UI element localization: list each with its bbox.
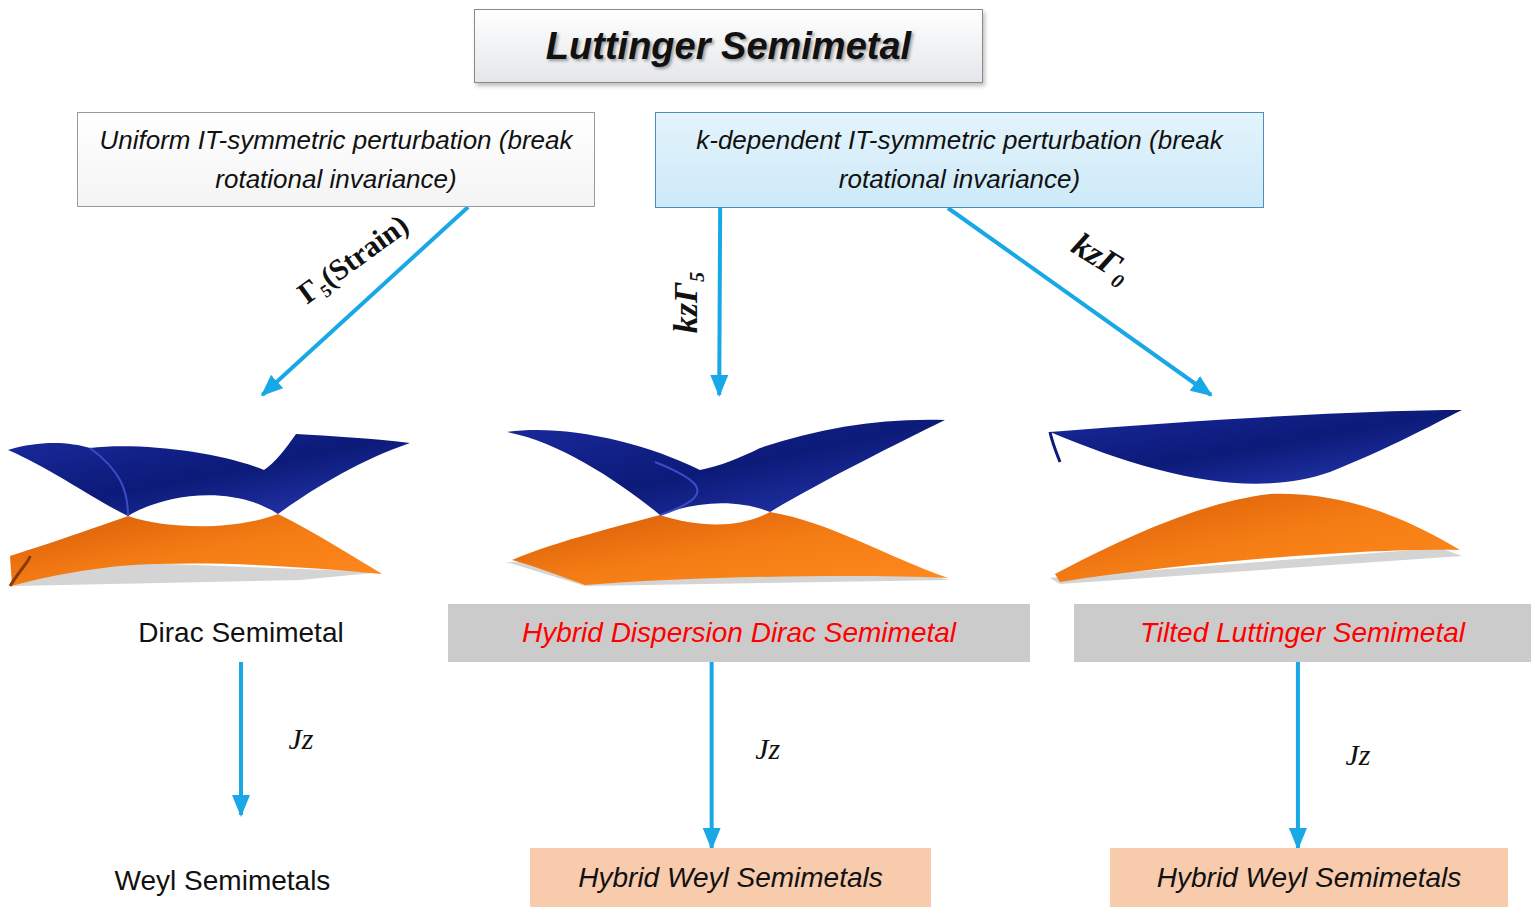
arrow-connector [1296, 662, 1300, 848]
perturbation-box: k-dependent IT-symmetric perturbation (b… [655, 112, 1264, 208]
phase-node: Dirac Semimetal [4, 395, 478, 662]
arrow-connector [710, 662, 714, 848]
arrow-connector [262, 207, 468, 395]
node-text: Hybrid Weyl Semimetals [578, 862, 882, 894]
result-node: Weyl Semimetals [90, 815, 355, 915]
edge-label: kzΓ₀ [1065, 225, 1138, 290]
arrow-connector [239, 662, 243, 815]
node-text: Weyl Semimetals [115, 865, 331, 897]
hybrid-dirac-band-plot [506, 420, 950, 586]
node-text: Luttinger Semimetal [546, 25, 911, 68]
edge-label: Γ₅(Strain) [291, 208, 415, 311]
phase-node: Tilted Luttinger Semimetal [1074, 395, 1531, 662]
dirac-band-plot [8, 434, 410, 586]
perturbation-box: Uniform IT-symmetric perturbation (break… [77, 112, 595, 207]
tilted-band-plot [1050, 410, 1462, 584]
result-box: Hybrid Weyl Semimetals [530, 848, 931, 907]
node-text: Dirac Semimetal [4, 604, 478, 662]
edge-label: kzΓ₅ [667, 270, 705, 333]
edge-label: Jz [755, 732, 780, 766]
node-text: Uniform IT-symmetric perturbation (break… [98, 121, 574, 199]
arrow-connector [948, 208, 1211, 395]
node-text: Hybrid Dispersion Dirac Semimetal [448, 604, 1030, 662]
arrow-connector [717, 208, 722, 395]
node-text: Tilted Luttinger Semimetal [1074, 604, 1531, 662]
edge-label: Jz [1345, 738, 1370, 772]
title-box: Luttinger Semimetal [474, 9, 983, 83]
phase-node: Hybrid Dispersion Dirac Semimetal [448, 395, 1030, 662]
result-box: Hybrid Weyl Semimetals [1110, 848, 1508, 907]
edge-label: Jz [289, 722, 314, 756]
node-text: k-dependent IT-symmetric perturbation (b… [696, 121, 1223, 199]
node-text: Hybrid Weyl Semimetals [1157, 862, 1461, 894]
